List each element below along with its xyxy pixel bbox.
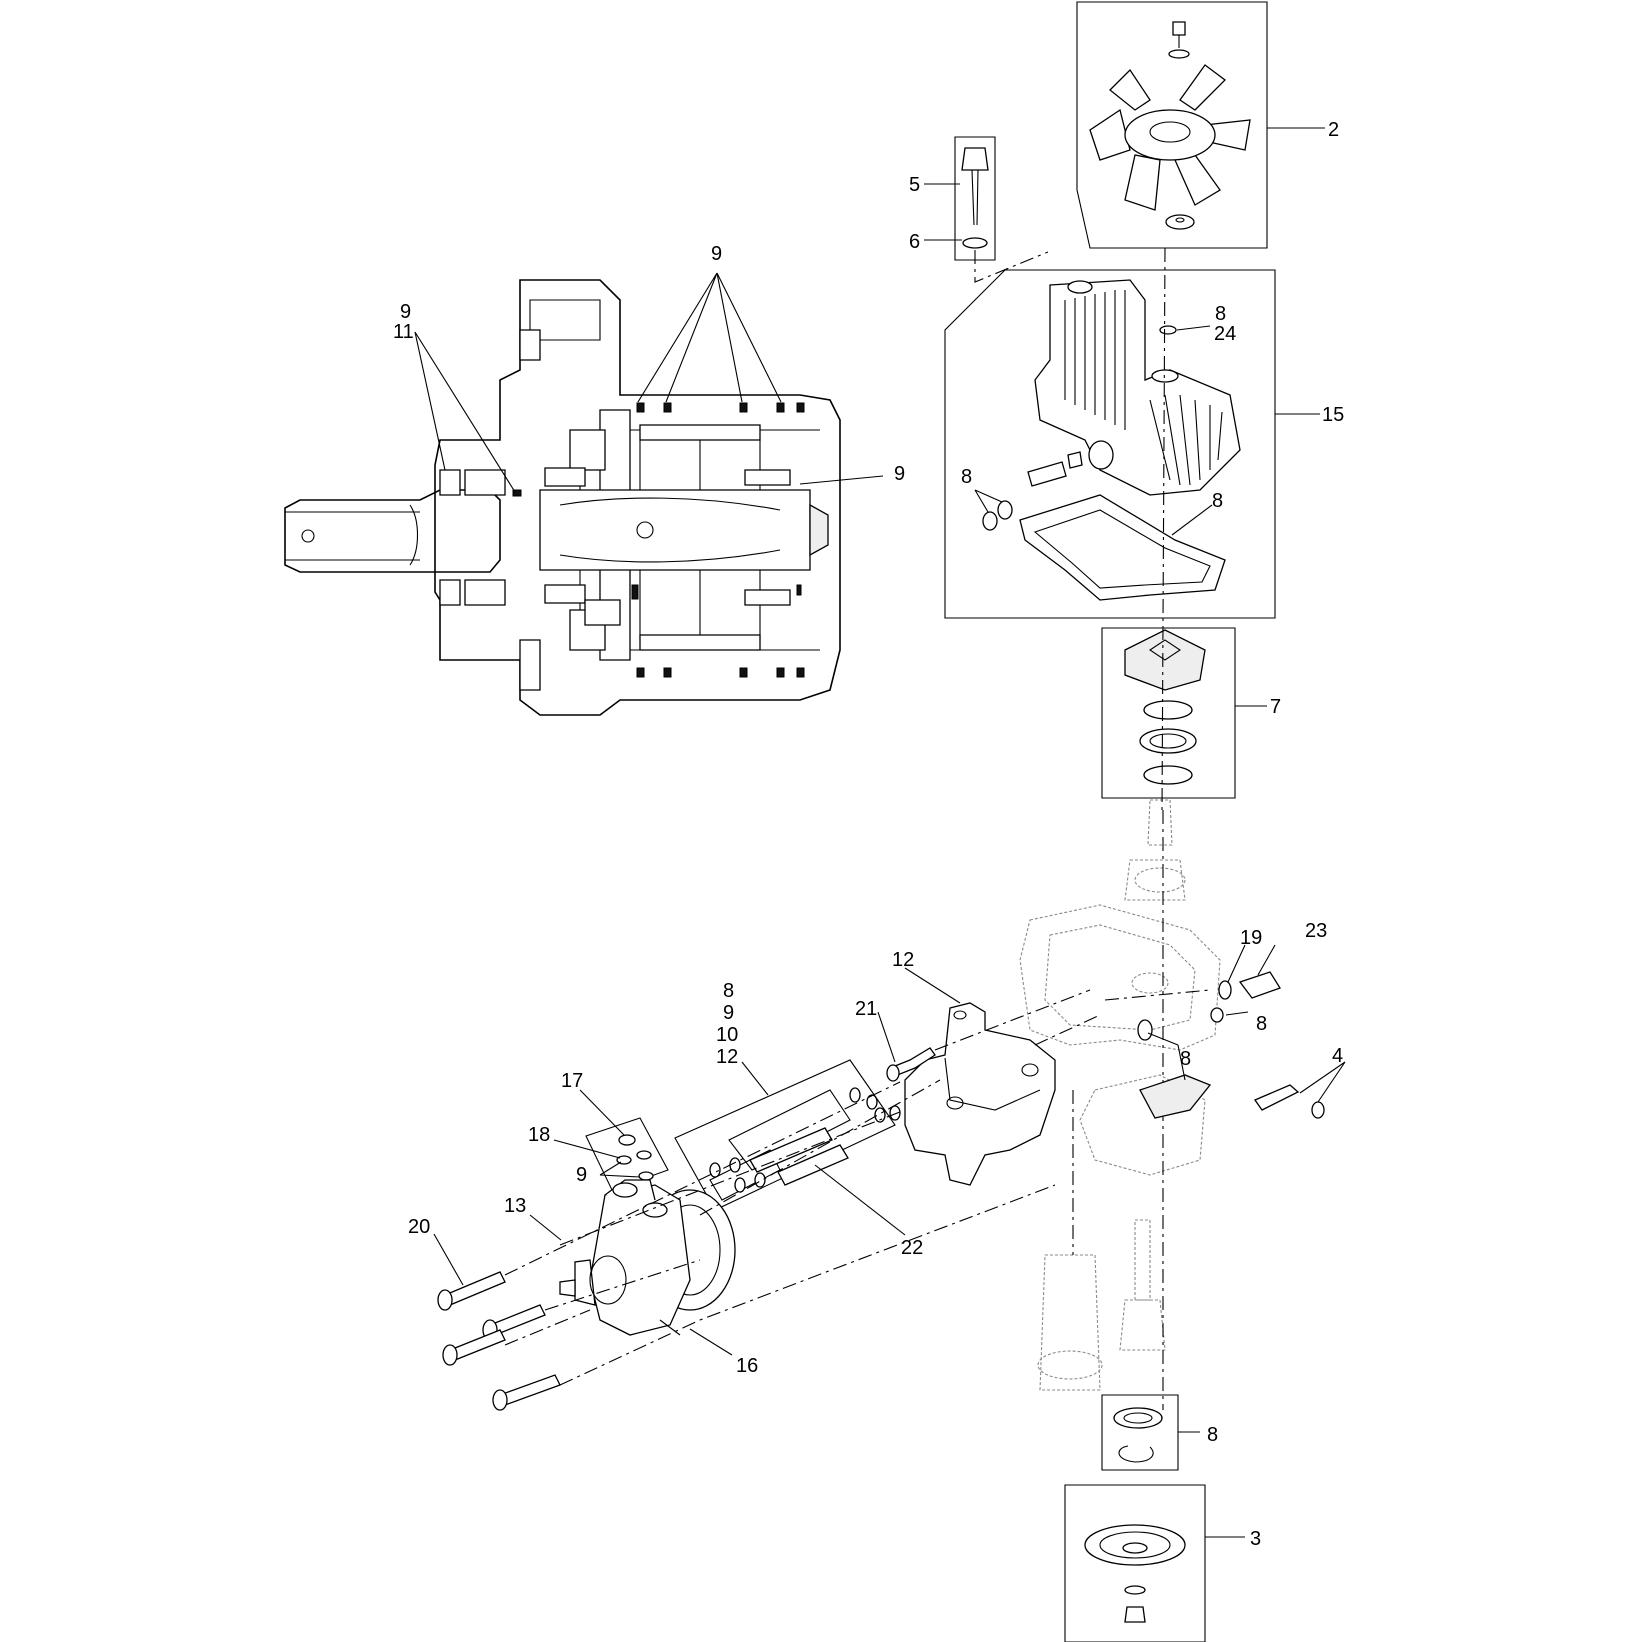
housing-cover: [1034, 279, 1241, 496]
callout-17: 17: [561, 1070, 583, 1092]
callout-kit-9: 9: [723, 1002, 734, 1024]
lower-housing-ghost: [1019, 799, 1221, 1391]
side-parts-right: [1137, 944, 1346, 1119]
callout-18: 18: [528, 1124, 550, 1146]
callout-kit-10: 10: [716, 1024, 738, 1046]
callouts: 2 5 6 9 9 11 8 24 15 9 8 8 7 19 23 12 8 …: [393, 119, 1344, 1550]
callout-11: 11: [393, 321, 414, 343]
callout-2: 2: [1328, 119, 1339, 141]
mounting-bolts: [437, 1271, 561, 1411]
housing-kit-box: [944, 269, 1320, 619]
callout-8-seal: 8: [961, 466, 972, 488]
pulley-kit-box: [1064, 1484, 1245, 1642]
callout-6: 6: [909, 231, 920, 253]
callout-5: 5: [909, 174, 920, 196]
callout-4: 4: [1332, 1045, 1343, 1067]
cooling-fan: [1089, 64, 1251, 211]
callout-8-right: 8: [1256, 1013, 1267, 1035]
callout-20: 20: [408, 1216, 430, 1238]
center-plate: [904, 1002, 1056, 1186]
callout-9-fitting: 9: [576, 1164, 587, 1186]
dipstick-kit-box: [924, 136, 1049, 283]
lower-bearing-kit-box: [1101, 1394, 1200, 1471]
callout-9-right: 9: [894, 463, 905, 485]
fan-kit-box: [1076, 1, 1325, 249]
callout-9-top: 9: [711, 243, 722, 265]
callout-22: 22: [901, 1237, 923, 1259]
callout-8-cap: 8: [1215, 303, 1226, 325]
callout-8-gasket: 8: [1212, 490, 1223, 512]
callout-13: 13: [504, 1195, 526, 1217]
bearing-kit-box: [1101, 627, 1267, 799]
assembly-lines: [504, 989, 1211, 1386]
callout-8-bearing: 8: [1207, 1424, 1218, 1446]
callout-kit-8: 8: [723, 980, 734, 1002]
callout-kit-12: 12: [716, 1046, 738, 1068]
callout-9-left: 9: [400, 301, 411, 323]
callout-24: 24: [1214, 323, 1236, 345]
callout-8-center: 8: [1180, 1048, 1191, 1070]
callout-12: 12: [892, 949, 914, 971]
callout-21: 21: [855, 998, 877, 1020]
callout-3: 3: [1250, 1528, 1261, 1550]
callout-23: 23: [1305, 920, 1327, 942]
seal-kit-box: [674, 1059, 901, 1211]
bolt-21: [886, 1047, 936, 1082]
callout-16: 16: [736, 1355, 758, 1377]
fitting-kit-box: [553, 1089, 669, 1191]
callout-19: 19: [1240, 927, 1262, 949]
transaxle-section-view: [284, 272, 884, 716]
callout-15: 15: [1322, 404, 1344, 426]
hydraulic-pump: [559, 1179, 736, 1356]
callout-7: 7: [1270, 696, 1281, 718]
